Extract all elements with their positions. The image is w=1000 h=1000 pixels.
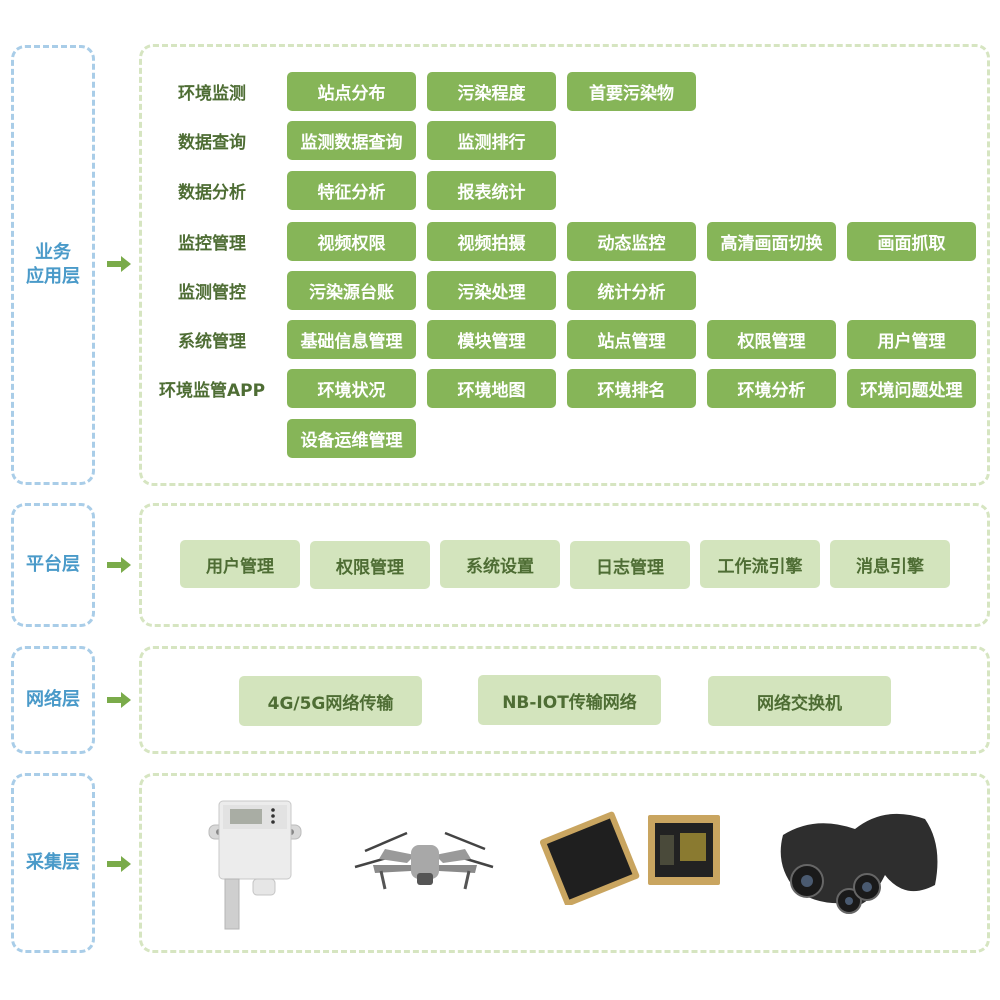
arrow-right-icon <box>107 692 131 708</box>
module-button[interactable]: 权限管理 <box>707 320 836 359</box>
row-label: 数据分析 <box>178 182 246 203</box>
layer-label-collection: 采集层 <box>11 773 95 953</box>
module-button[interactable]: 站点分布 <box>287 72 416 111</box>
row-label: 系统管理 <box>178 331 246 352</box>
module-button[interactable]: 设备运维管理 <box>287 419 416 458</box>
module-button[interactable]: 统计分析 <box>567 271 696 310</box>
module-button[interactable]: 首要污染物 <box>567 72 696 111</box>
network-item-switch[interactable]: 网络交换机 <box>708 676 891 726</box>
module-button[interactable]: 特征分析 <box>287 171 416 210</box>
drone-image <box>354 831 494 890</box>
platform-item-permission-management[interactable]: 权限管理 <box>310 541 430 589</box>
layer-box-platform <box>139 503 990 627</box>
module-button[interactable]: 站点管理 <box>567 320 696 359</box>
row-label: 环境监测 <box>178 83 246 104</box>
layer-label-text: 网络层 <box>26 689 80 710</box>
layer-label-application: 业务 应用层 <box>11 45 95 485</box>
module-button[interactable]: 污染处理 <box>427 271 556 310</box>
layer-label-line1: 业务 <box>35 242 71 263</box>
module-button[interactable]: 监测排行 <box>427 121 556 160</box>
layer-box-network <box>139 646 990 754</box>
layer-box-collection <box>139 773 990 953</box>
module-button[interactable]: 报表统计 <box>427 171 556 210</box>
row-label: 监控管理 <box>178 233 246 254</box>
module-button[interactable]: 环境状况 <box>287 369 416 408</box>
camera-image <box>780 813 938 914</box>
layer-label-network: 网络层 <box>11 646 95 754</box>
layer-label-platform: 平台层 <box>11 503 95 627</box>
module-button[interactable]: 视频拍摄 <box>427 222 556 261</box>
module-button[interactable]: 环境问题处理 <box>847 369 976 408</box>
module-button[interactable]: 污染源台账 <box>287 271 416 310</box>
arrow-right-icon <box>107 856 131 872</box>
network-item-4g5g[interactable]: 4G/5G网络传输 <box>239 676 422 726</box>
module-button[interactable]: 监测数据查询 <box>287 121 416 160</box>
module-button[interactable]: 环境分析 <box>707 369 836 408</box>
layer-label-line2: 应用层 <box>26 266 80 287</box>
module-button[interactable]: 动态监控 <box>567 222 696 261</box>
layer-label-text: 采集层 <box>26 852 80 873</box>
module-button[interactable]: 环境地图 <box>427 369 556 408</box>
module-button[interactable]: 用户管理 <box>847 320 976 359</box>
module-button[interactable]: 基础信息管理 <box>287 320 416 359</box>
layer-box-application <box>139 44 990 486</box>
module-button[interactable]: 污染程度 <box>427 72 556 111</box>
environment-sensor-image <box>208 800 302 930</box>
module-button[interactable]: 模块管理 <box>427 320 556 359</box>
module-button[interactable]: 高清画面切换 <box>707 222 836 261</box>
platform-item-workflow-engine[interactable]: 工作流引擎 <box>700 540 820 588</box>
platform-item-user-management[interactable]: 用户管理 <box>180 540 300 588</box>
row-label: 监测管控 <box>178 282 246 303</box>
module-button[interactable]: 环境排名 <box>567 369 696 408</box>
arrow-right-icon <box>107 557 131 573</box>
module-button[interactable]: 画面抓取 <box>847 222 976 261</box>
layer-label-text: 平台层 <box>26 554 80 575</box>
platform-item-message-engine[interactable]: 消息引擎 <box>830 540 950 588</box>
row-label: 数据查询 <box>178 132 246 153</box>
network-item-nbiot[interactable]: NB-IOT传输网络 <box>478 675 661 725</box>
module-button[interactable]: 视频权限 <box>287 222 416 261</box>
platform-item-log-management[interactable]: 日志管理 <box>570 541 690 589</box>
platform-item-system-settings[interactable]: 系统设置 <box>440 540 560 588</box>
arrow-right-icon <box>107 256 131 272</box>
row-label: 环境监管APP <box>158 380 266 401</box>
sensor-chip-image <box>540 811 720 905</box>
